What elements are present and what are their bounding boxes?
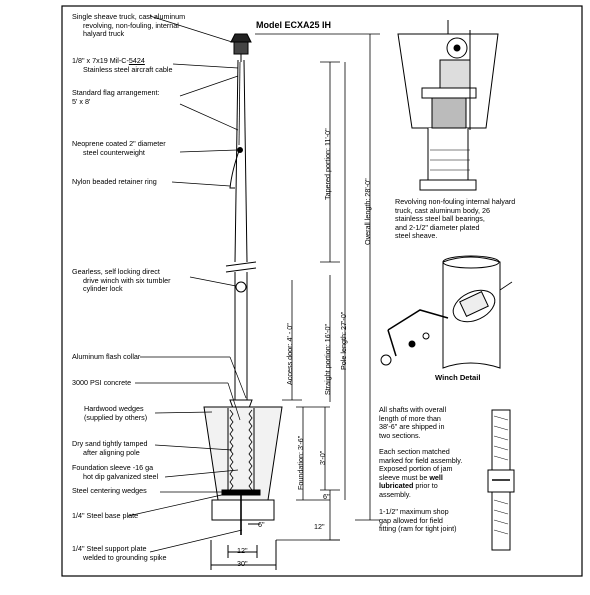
label-base-plate: 1/4" Steel base plate [72,511,139,520]
dim-access: Access door: 4' - 0" [285,323,294,385]
label-truck: Single sheave truck, cast aluminum revol… [72,12,186,39]
dim-foundation: Foundation: 3'-6" [296,435,305,490]
dim-thirty: 30" [237,559,248,568]
note-section: Each section matched marked for field as… [379,447,463,499]
joint-detail [487,409,515,551]
truck-housing [397,33,499,129]
label-support-plate: 1/4" Steel support plate welded to groun… [72,544,167,562]
model-title: Model ECXA25 IH [256,20,332,30]
label-centering: Steel centering wedges [72,486,147,495]
label-wedges: Hardwood wedges (supplied by others) [84,404,148,422]
dim-three-ft: 3'-0" [318,450,327,465]
concrete-block [203,406,283,501]
label-winch: Gearless, self locking direct drive winc… [72,267,171,294]
label-counterweight: Neoprene coated 2" diameter steel counte… [72,139,166,157]
label-retainer: Nylon beaded retainer ring [72,177,157,186]
dim-straight: Straight portion: 16'-0" [323,323,332,395]
winch-opening [235,281,247,293]
dim-six-in-a: 6" [323,492,330,501]
dim-twelve-a: 12" [314,522,325,531]
label-sleeve: Foundation sleeve -16 ga hot dip galvani… [72,463,159,481]
label-sand: Dry sand tightly tamped after aligning p… [72,439,148,457]
truck-cap [230,33,252,43]
dim-overall: Overall length: 28'-0" [363,178,372,245]
foundation [203,406,283,570]
dim-tapered: Tapered portion: 11'-0" [323,128,332,200]
flagpole [225,33,257,409]
base-plate [221,489,261,496]
sheave [446,37,468,59]
dim-six-in-b: 6" [258,520,265,529]
note-shafts: All shafts with overall length of more t… [379,405,447,440]
support-pad [211,499,275,521]
dimension-lines [255,33,380,541]
label-collar: Aluminum flash collar [72,352,141,361]
frame-border [61,5,583,577]
truck-detail [397,20,499,191]
label-concrete: 3000 PSI concrete [72,378,132,387]
note-truck-desc: Revolving non-fouling internal halyard t… [395,197,516,240]
note-gap: 1-1/2" maximum shop gap allowed for fiel… [379,507,457,533]
counterweight-mark [237,147,243,153]
winch-detail-title: Winch Detail [435,373,481,382]
winch-detail [380,255,513,369]
truck-body [233,41,249,55]
dim-pole-length: Pole length: 27'-0" [339,311,348,370]
label-flag: Standard flag arrangement: 5' x 8' [72,88,160,106]
leader-lines [127,15,247,553]
dim-twelve-b: 12" [237,546,248,555]
label-cable: 1/8" x 7x19 Mil-C-5424 Stainless steel a… [72,56,173,74]
